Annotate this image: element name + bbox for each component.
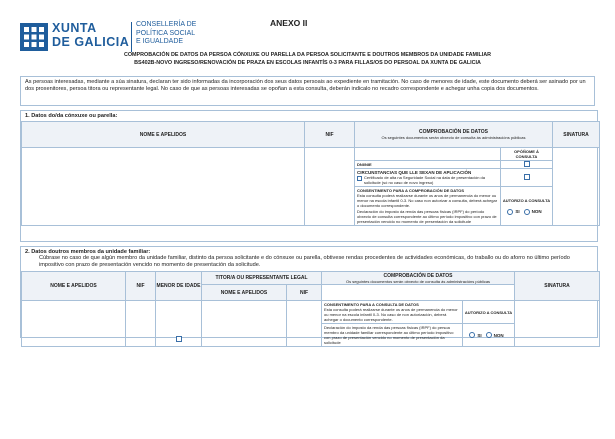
logo-divider xyxy=(131,22,132,52)
section-spouse: 1. Datos do/da cónxuxe ou parella: NOME … xyxy=(20,110,600,242)
irpf-text: Declaración do imposto da renda das pers… xyxy=(357,209,497,224)
yes-label: SI xyxy=(515,209,520,214)
fam-col-sign-header: SINATURA xyxy=(514,271,601,302)
consent-cell: CONSENTIMENTO PARA A COMPROBACIÓN DE DAT… xyxy=(354,186,501,226)
tutor-name-cell[interactable] xyxy=(201,300,287,348)
fam-check-sub: Os seguintes documentos serán obxecto de… xyxy=(345,278,491,284)
section-family-members: 2. Datos doutros membros da unidade fami… xyxy=(20,246,601,348)
procedure-line-2: BS402B-NOVO INGRESO/RENOVACIÓN DE PRAZA … xyxy=(134,59,481,66)
spouse-nif-cell[interactable] xyxy=(304,147,355,226)
circ-text: Certificado de alta na Seguridade Social… xyxy=(364,175,485,185)
xunta-logo: XUNTA DE GALICIA CONSELLERÍA DE POLÍTICA… xyxy=(20,20,200,54)
xunta-emblem-icon xyxy=(20,23,48,51)
authorize-no-radio[interactable] xyxy=(523,208,530,215)
logo-xunta-text: XUNTA xyxy=(52,21,97,35)
tutor-nif-cell[interactable] xyxy=(285,300,323,348)
spouse-name-cell[interactable] xyxy=(21,147,305,226)
consent-text: Esta consulta poderá realizarse durante … xyxy=(357,193,498,208)
fam-col-tutor-header: TITOR/A OU REPRESENTANTE LEGAL xyxy=(200,271,323,286)
section1-title: 1. Datos do/da cónxuxe ou parella: xyxy=(25,113,118,119)
circumstances-cell: CIRCUNSTANCIAS QUE LLE SEXAN DE APLICACI… xyxy=(354,168,501,187)
section2-title: 2. Datos doutros membros da unidade fami… xyxy=(25,249,151,255)
circ-title: CIRCUNSTANCIAS QUE LLE SEXAN DE APLICACI… xyxy=(357,170,472,175)
oppose-circ-checkbox[interactable] xyxy=(523,174,530,181)
fam-yes-label: SI xyxy=(477,332,482,338)
spouse-table: NOME E APELIDOS NIF COMPROBACIÓN DE DATO… xyxy=(21,121,600,226)
dni-row-label: DNI/NIE xyxy=(354,160,501,169)
fam-col-nif-header: NIF xyxy=(125,271,156,302)
col-nif-header: NIF xyxy=(304,121,355,148)
consent-title: CONSENTIMENTO PARA A COMPROBACIÓN DE DAT… xyxy=(357,188,465,193)
intro-text: As persoas interesadas, mediante a súa s… xyxy=(20,76,595,106)
col-name-header: NOME E APELIDOS xyxy=(21,121,305,148)
oppose-dni-checkbox[interactable] xyxy=(523,161,530,168)
fam-authorize-no-radio[interactable] xyxy=(485,332,492,339)
member-sign-cell[interactable] xyxy=(514,300,601,348)
procedure-line-1: COMPROBACIÓN DE DATOS DA PERSOA CÓNXUXE … xyxy=(123,52,492,58)
logo-department: CONSELLERÍA DE POLÍTICA SOCIAL E IGUALDA… xyxy=(136,21,196,47)
logo-galicia-text: DE GALICIA xyxy=(52,35,130,49)
check-header-sub: Os seguintes documentos serán obxecto de… xyxy=(381,135,526,140)
fam-consent-title: CONSENTIMENTO PARA A CONSULTA DE DATOS xyxy=(324,302,419,308)
fam-col-name-header: NOME E APELIDOS xyxy=(21,271,126,302)
fam-col-check-header: COMPROBACIÓN DE DATOS Os seguintes docum… xyxy=(321,271,516,286)
authorize-yes-radio[interactable] xyxy=(507,208,514,215)
member-name-cell[interactable] xyxy=(21,300,126,348)
section2-subtitle: Cúbrase no caso de que algún membro da u… xyxy=(39,255,570,269)
check-header-title: COMPROBACIÓN DE DATOS xyxy=(419,129,488,135)
fam-irpf-text: Declaración do imposto da renda das pers… xyxy=(321,323,464,348)
authorize-cell: AUTORIZO A CONSULTA SI NON xyxy=(500,186,553,226)
fam-check-title: COMPROBACIÓN DE DATOS xyxy=(383,272,453,279)
fam-col-minor-header: MENOR DE IDADE xyxy=(155,271,202,302)
member-nif-cell[interactable] xyxy=(125,300,156,348)
fam-authorize-yes-radio[interactable] xyxy=(469,332,476,339)
annex-title: ANEXO II xyxy=(270,18,308,28)
col-sign-header: SINATURA xyxy=(552,121,600,148)
dept-line-1: CONSELLERÍA DE xyxy=(136,21,197,28)
circ-checkbox[interactable] xyxy=(357,176,362,181)
fam-consent-text: Esta consulta poderá realizarse durante … xyxy=(324,307,458,323)
dept-line-3: E IGUALDADE xyxy=(136,38,184,45)
fam-authorize-label: AUTORIZO A CONSULTA xyxy=(462,300,516,325)
spouse-sign-cell[interactable] xyxy=(552,147,600,226)
procedure-title: COMPROBACIÓN DE DATOS DA PERSOA CÓNXUXE … xyxy=(20,52,595,67)
fam-consent-cell: CONSENTIMENTO PARA A CONSULTA DE DATOS E… xyxy=(321,300,464,325)
dept-line-2: POLÍTICA SOCIAL xyxy=(136,29,196,37)
family-table: NOME E APELIDOS NIF MENOR DE IDADE TITOR… xyxy=(21,271,601,348)
fam-no-label: NON xyxy=(493,332,504,338)
fam-tutor-nif-header: NIF xyxy=(285,284,323,302)
oppose-header: OPÓÑOME Á CONSULTA xyxy=(500,147,553,161)
col-check-header: COMPROBACIÓN DE DATOS Os seguintes docum… xyxy=(354,121,553,148)
no-label: NON xyxy=(531,209,542,214)
fam-tutor-name-header: NOME E APELIDOS xyxy=(201,284,287,302)
authorize-label: AUTORIZO A CONSULTA xyxy=(502,197,551,203)
member-minor-checkbox[interactable] xyxy=(175,336,182,343)
